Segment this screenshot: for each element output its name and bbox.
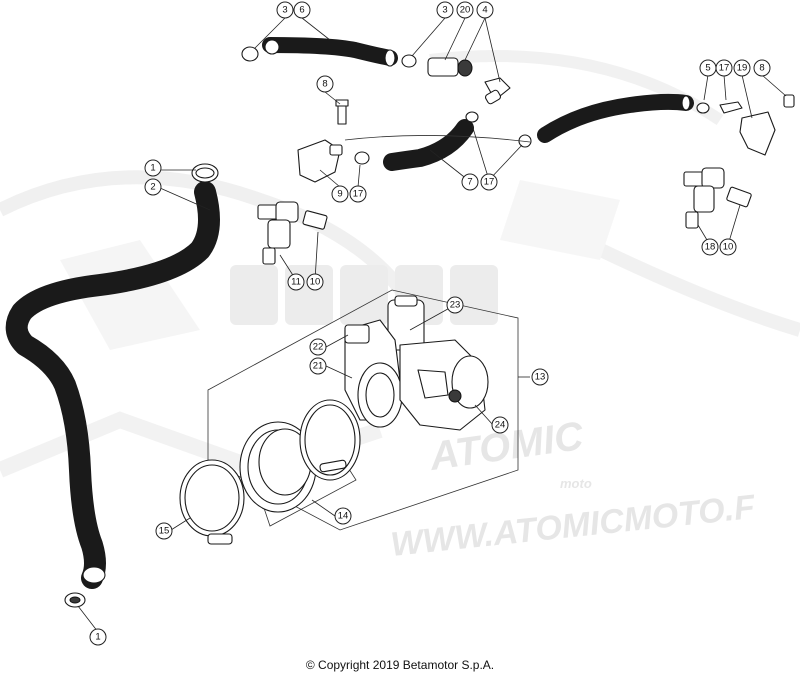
svg-text:17: 17 <box>719 63 730 74</box>
copyright-notice: © Copyright 2019 Betamotor S.p.A. <box>305 658 495 672</box>
svg-text:17: 17 <box>484 177 495 188</box>
callout-9: 9 <box>331 185 349 203</box>
callout-18: 18 <box>701 238 719 256</box>
svg-text:8: 8 <box>322 79 327 90</box>
callout-20: 20 <box>456 1 474 19</box>
svg-text:13: 13 <box>535 372 546 383</box>
callout-7: 7 <box>461 173 479 191</box>
callout-6: 6 <box>293 1 311 19</box>
top-hose-left <box>241 37 417 68</box>
long-hose <box>5 163 220 608</box>
throttle-body-assembly <box>207 289 519 531</box>
callout-10: 10 <box>719 238 737 256</box>
callout-17: 17 <box>349 185 367 203</box>
callout-5: 5 <box>699 59 717 77</box>
callout-3: 3 <box>436 1 454 19</box>
svg-text:14: 14 <box>338 511 349 522</box>
callout-2: 2 <box>144 178 162 196</box>
svg-text:9: 9 <box>337 189 342 200</box>
callout-13: 13 <box>531 368 549 386</box>
callout-17: 17 <box>715 59 733 77</box>
watermark-url: WWW.ATOMICMOTO.F <box>389 488 758 564</box>
callout-3: 3 <box>276 1 294 19</box>
callout-14: 14 <box>334 507 352 525</box>
intake-boot <box>239 399 361 527</box>
svg-text:6: 6 <box>299 5 304 16</box>
callout-8: 8 <box>316 75 334 93</box>
injector-holder-left <box>297 99 370 183</box>
svg-text:1: 1 <box>95 632 100 643</box>
fuel-connector-top <box>427 57 511 105</box>
injector-holder-right <box>739 94 795 156</box>
svg-text:15: 15 <box>159 526 170 537</box>
svg-text:2: 2 <box>150 182 155 193</box>
curved-hose-mid <box>383 111 479 171</box>
callout-22: 22 <box>309 338 327 356</box>
leader-lines <box>77 17 787 633</box>
callout-8: 8 <box>753 59 771 77</box>
svg-text:3: 3 <box>442 5 447 16</box>
svg-text:19: 19 <box>737 63 748 74</box>
injector-right <box>683 167 752 229</box>
svg-text:10: 10 <box>310 277 321 288</box>
callout-19: 19 <box>733 59 751 77</box>
watermark-brand-sub: moto <box>560 476 592 491</box>
svg-text:4: 4 <box>482 5 487 16</box>
callout-1: 1 <box>89 628 107 646</box>
callout-15: 15 <box>155 522 173 540</box>
svg-text:8: 8 <box>759 63 764 74</box>
svg-text:3: 3 <box>282 5 287 16</box>
svg-text:21: 21 <box>313 361 324 372</box>
svg-text:11: 11 <box>291 277 301 288</box>
injector-left <box>257 201 328 265</box>
callout-10: 10 <box>306 273 324 291</box>
svg-text:22: 22 <box>313 342 324 353</box>
callout-17: 17 <box>480 173 498 191</box>
svg-text:10: 10 <box>723 242 734 253</box>
svg-text:5: 5 <box>705 63 710 74</box>
top-hose-right <box>344 93 743 148</box>
callout-21: 21 <box>309 357 327 375</box>
svg-text:20: 20 <box>460 5 471 16</box>
callout-23: 23 <box>446 296 464 314</box>
callout-11: 11 <box>287 273 305 291</box>
svg-text:7: 7 <box>467 177 472 188</box>
svg-text:23: 23 <box>450 300 461 311</box>
hose-clamp <box>179 459 245 545</box>
svg-text:17: 17 <box>353 189 364 200</box>
callout-24: 24 <box>491 416 509 434</box>
svg-text:24: 24 <box>495 420 506 431</box>
callouts: 3 6 3 20 4 5 17 19 8 8 1 2 9 17 7 17 11 … <box>89 1 771 646</box>
svg-text:18: 18 <box>705 242 716 253</box>
callout-4: 4 <box>476 1 494 19</box>
svg-text:1: 1 <box>150 163 155 174</box>
callout-1: 1 <box>144 159 162 177</box>
